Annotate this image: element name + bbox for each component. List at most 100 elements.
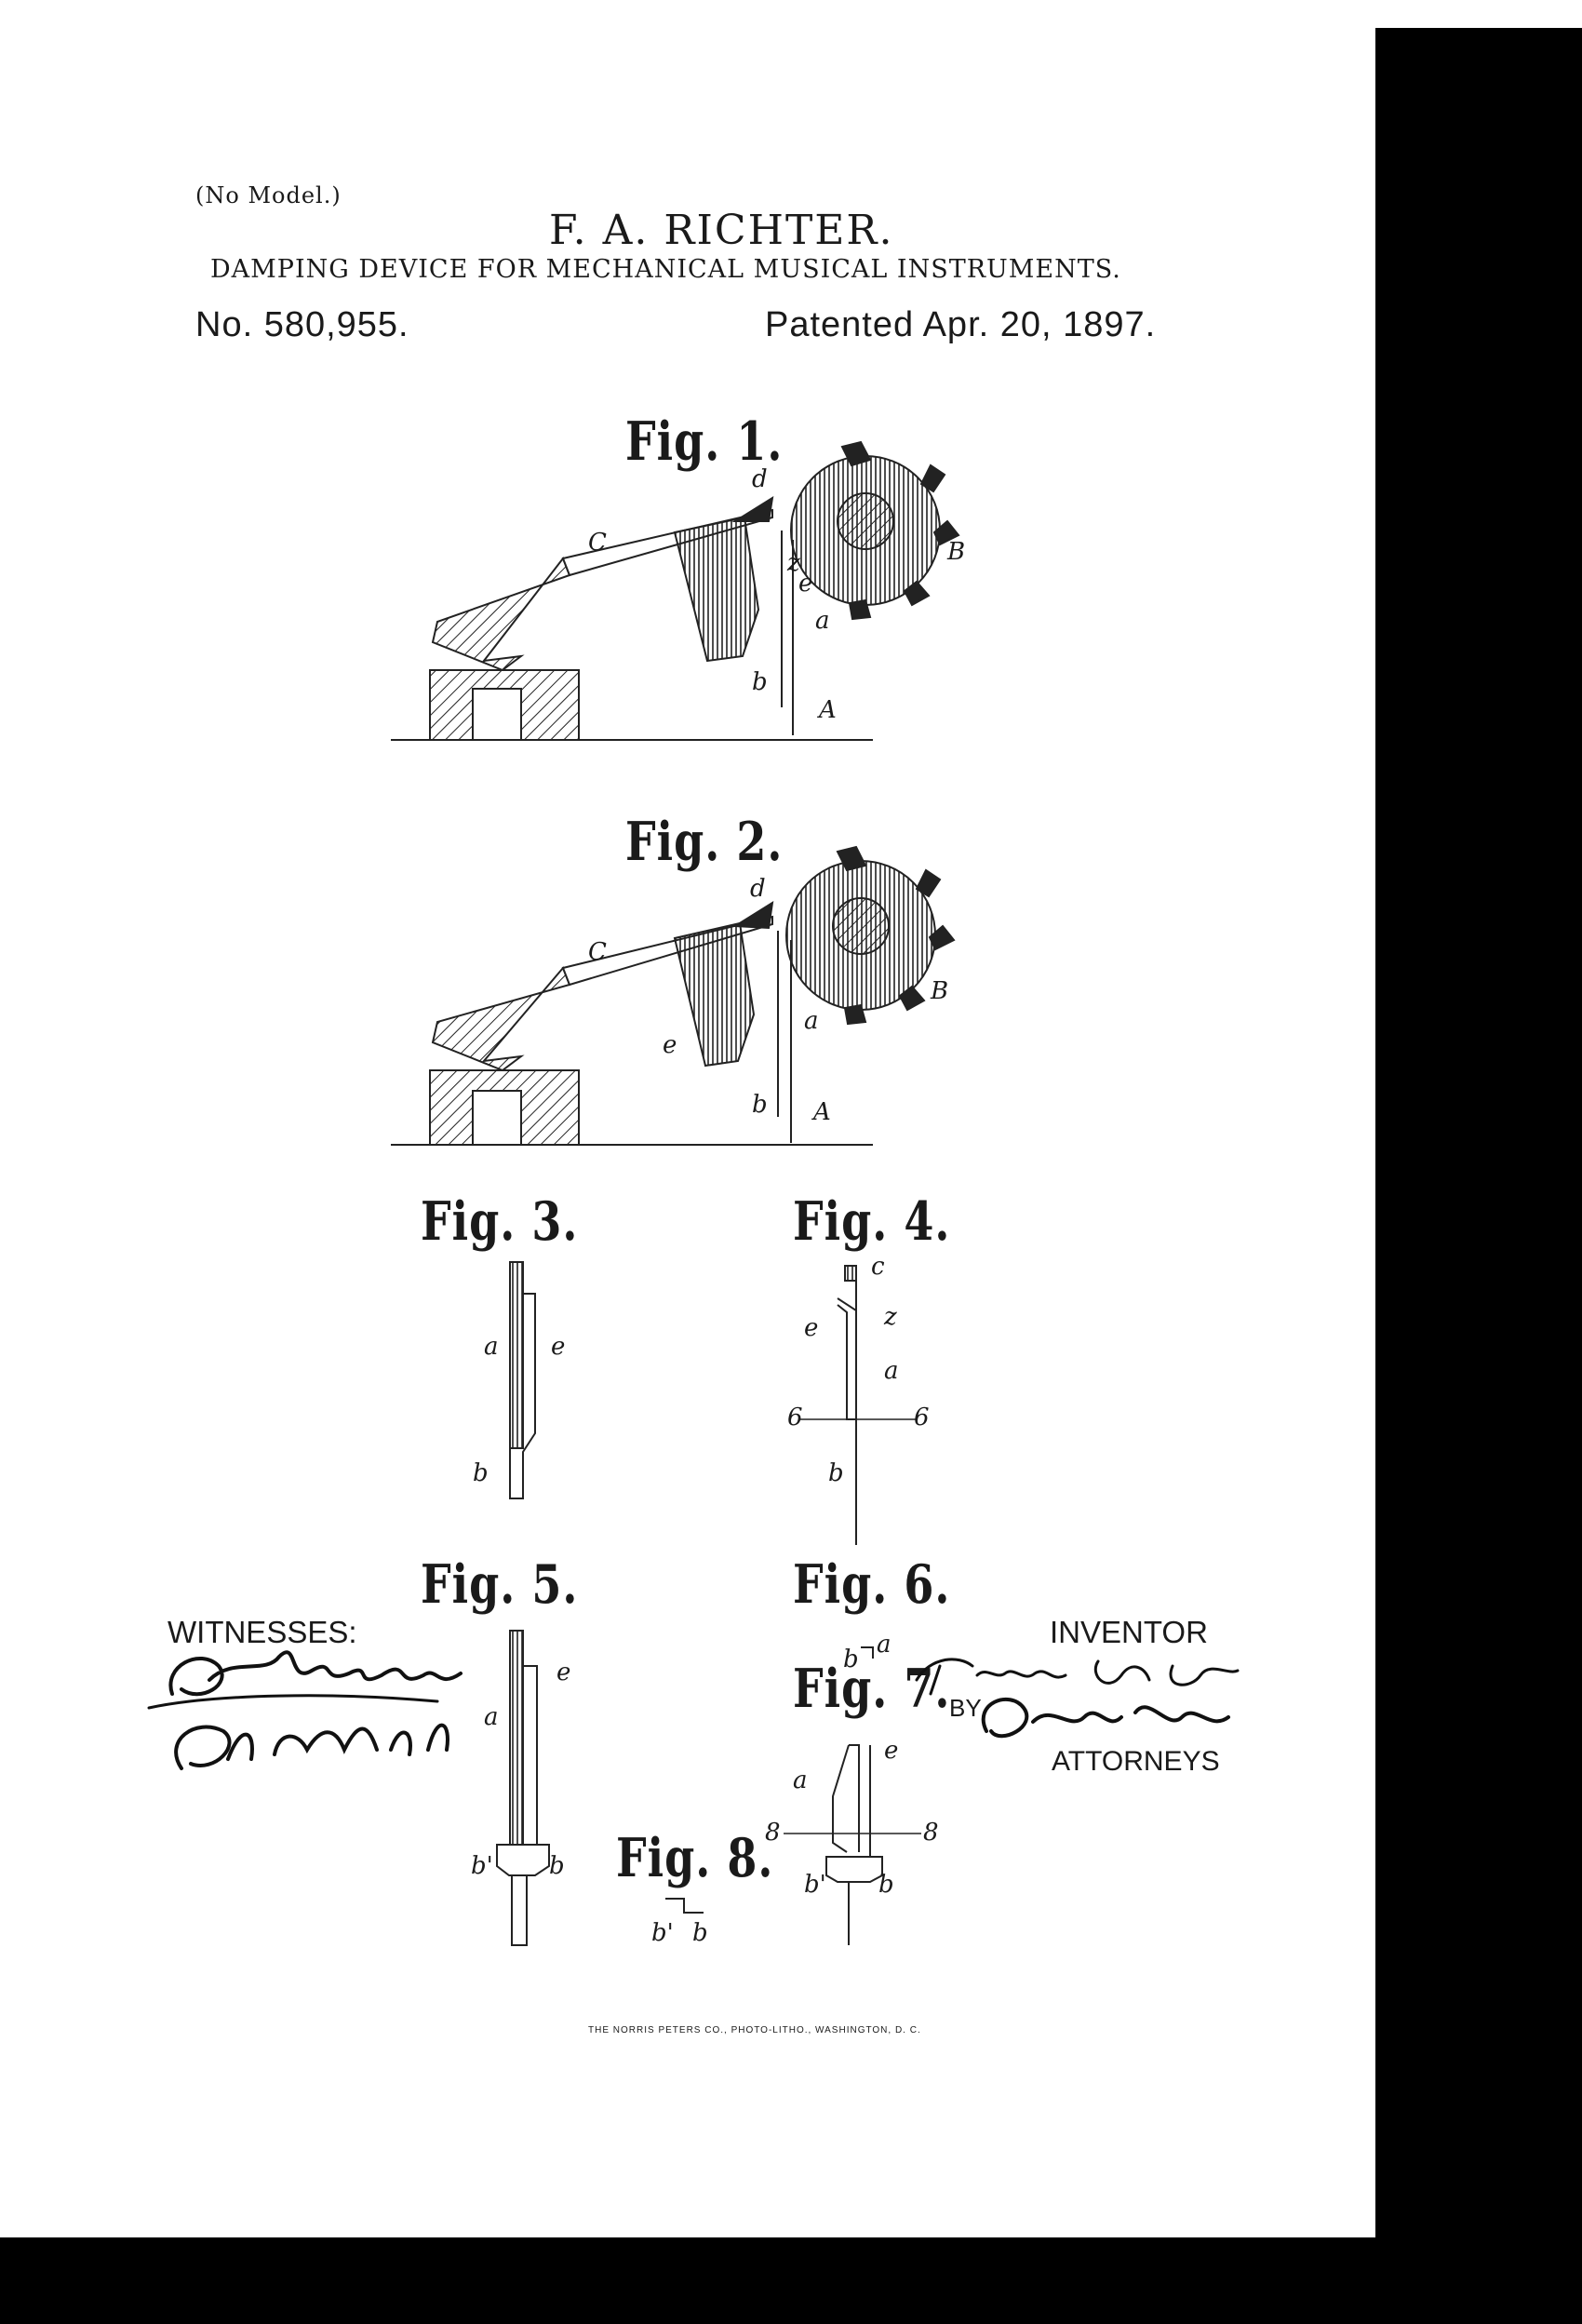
ref-a-fig7: a <box>793 1767 808 1794</box>
patent-number: No. 580,955. <box>195 305 409 344</box>
ref-a-fig4: a <box>884 1357 899 1385</box>
fig1-drawing <box>391 440 960 741</box>
fig5-tongue <box>509 1630 524 1846</box>
ref-a-fig1: a <box>815 607 830 635</box>
fig7-drawing <box>784 1744 921 1945</box>
ref-z-fig1: z <box>787 549 800 577</box>
fig8-section <box>665 1898 704 1914</box>
fig2-tip <box>731 901 774 930</box>
ref-a-fig2: a <box>804 1007 819 1035</box>
ref-b-fig2: B <box>931 977 949 1005</box>
no-model-note: (No Model.) <box>195 182 342 208</box>
fig2-label: Fig. 2. <box>625 810 784 873</box>
witness-signature-1-flourish <box>147 1694 439 1710</box>
ref-bprime-fig7: b' <box>804 1871 826 1899</box>
ref-b-fig4: b <box>828 1459 844 1487</box>
ref-bsmall-fig2: b <box>752 1091 768 1119</box>
fig6-drawing <box>861 1646 874 1659</box>
fig4-drawing <box>800 1265 917 1545</box>
fig8-label: Fig. 8. <box>616 1826 774 1889</box>
fig2-damper <box>673 921 756 1068</box>
fig5-drawing <box>496 1630 550 1946</box>
ref-bprime-fig8: b' <box>651 1919 674 1947</box>
inventor-signature <box>915 1658 1240 1739</box>
ref-a-fig6: a <box>877 1631 892 1659</box>
fig5-clamp <box>496 1844 550 1876</box>
fig7-damper-inner <box>849 1744 860 1852</box>
ref-a-fig5: a <box>484 1703 499 1731</box>
fig1-pin-5 <box>848 598 872 621</box>
ref-c-fig4: c <box>871 1253 885 1281</box>
fig2-drawing <box>391 845 956 1146</box>
ref-bsmall-fig1: b <box>752 668 768 696</box>
fig2-pin-5 <box>843 1003 867 1026</box>
fig5-stem <box>511 1874 528 1946</box>
fig2-pin-3 <box>928 924 956 951</box>
fig4-damper <box>837 1297 857 1420</box>
fig1-pin-4 <box>903 580 931 607</box>
patent-date: Patented Apr. 20, 1897. <box>765 305 1157 344</box>
ref-e-fig7: e <box>884 1737 899 1765</box>
ref-c-fig1: C <box>588 529 607 557</box>
ref-b-fig3: b <box>473 1459 489 1487</box>
ref-e-fig3: e <box>551 1333 566 1361</box>
ref-6-left-fig4: 6 <box>787 1404 803 1431</box>
ref-e-fig5: e <box>556 1659 571 1686</box>
fig1-pin-2 <box>919 463 946 493</box>
inventor-name: F. A. RICHTER. <box>549 207 894 254</box>
ref-e-fig1: e <box>798 570 813 598</box>
fig8-drawing <box>665 1898 704 1914</box>
fig1-damper <box>673 516 760 663</box>
fig6-label: Fig. 6. <box>793 1552 951 1616</box>
fig2-pin-1 <box>836 845 867 872</box>
ref-bprime-fig5: b' <box>471 1852 493 1880</box>
ref-8-right-fig7: 8 <box>923 1819 939 1847</box>
ref-A-fig1: A <box>819 696 837 724</box>
fig4-cap <box>844 1265 857 1282</box>
ref-z-fig4: z <box>884 1303 897 1331</box>
ref-d-fig1: d <box>752 465 768 493</box>
ref-a-fig3: a <box>484 1333 499 1361</box>
witnesses-label: WITNESSES: <box>168 1615 357 1649</box>
ref-b-fig1: B <box>947 538 966 566</box>
ref-b-fig6: b <box>843 1646 859 1673</box>
fig1-axle <box>837 492 894 550</box>
fig7-clamp <box>825 1856 883 1883</box>
fig6-section <box>861 1646 874 1659</box>
fig1-label: Fig. 1. <box>625 410 784 473</box>
fig3-tongue <box>509 1261 524 1449</box>
patent-title: DAMPING DEVICE FOR MECHANICAL MUSICAL IN… <box>210 255 1121 284</box>
fig1-base-block <box>429 669 580 741</box>
inventor-label: INVENTOR <box>1050 1615 1208 1649</box>
ref-6-right-fig4: 6 <box>914 1404 930 1431</box>
fig3-body <box>509 1293 536 1499</box>
ref-e-fig4: e <box>804 1314 819 1342</box>
fig5-damper <box>523 1665 538 1846</box>
fig2-pin-2 <box>915 868 942 898</box>
fig7-damper-outer <box>832 1744 850 1853</box>
fig3-label: Fig. 3. <box>421 1189 579 1253</box>
ref-b-fig5: b <box>549 1852 565 1880</box>
fig1-pin-3 <box>932 519 960 546</box>
inventor-signature-stroke <box>915 1658 1240 1696</box>
attorney-signature-stroke <box>981 1698 1230 1739</box>
fig1-wedge-top <box>431 556 571 672</box>
scan-border-bottom <box>0 2237 1582 2324</box>
fig3-drawing <box>509 1261 536 1499</box>
by-label: BY <box>949 1694 982 1722</box>
fig2-axle <box>832 897 890 955</box>
ref-8-left-fig7: 8 <box>765 1819 781 1847</box>
fig5-label: Fig. 5. <box>421 1552 579 1616</box>
fig2-base-block <box>429 1069 580 1146</box>
printer-credit: THE NORRIS PETERS CO., PHOTO-LITHO., WAS… <box>588 2025 921 2035</box>
fig2-wedge-top <box>431 966 571 1072</box>
ref-b-fig8: b <box>692 1919 708 1947</box>
ref-A-fig2: A <box>813 1098 831 1126</box>
witness-signatures <box>147 1650 463 1770</box>
scan-border-right <box>1375 28 1582 2324</box>
fig7-label: Fig. 7. <box>793 1657 951 1720</box>
ref-b-fig7: b <box>878 1871 894 1899</box>
witness-signature-2 <box>174 1723 449 1770</box>
fig2-pin-4 <box>898 985 926 1012</box>
